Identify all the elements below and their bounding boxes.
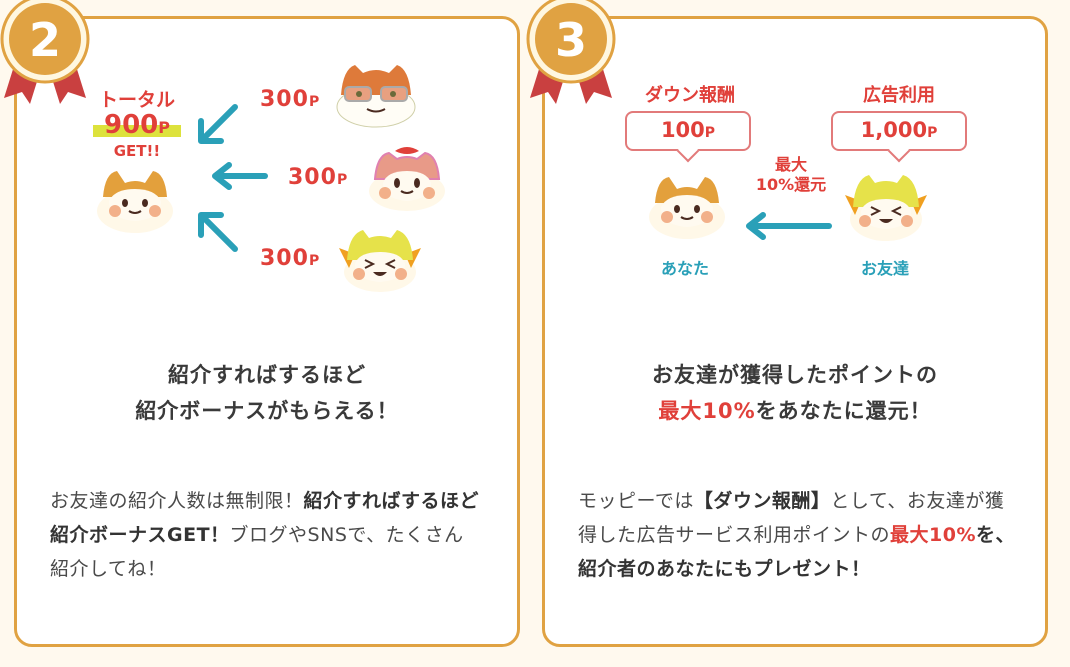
glasses-squirrel-icon <box>336 65 416 128</box>
arrow-left-icon <box>212 162 268 190</box>
arrow-left-icon <box>746 212 832 240</box>
referral-bonus-illustration: トータル 900P GET!! <box>17 19 517 339</box>
step-2-medal-icon: 2 <box>0 0 90 104</box>
card-3-title: お友達が獲得したポイントの 最大10%をあなたに還元！ <box>652 363 938 423</box>
feature-card-3: ダウン報酬 100P 広告利用 1,000P 最大 10%還元 <box>542 16 1048 647</box>
incoming-points-2: 300P <box>288 165 349 190</box>
down-reward-bubble: 100P <box>625 111 751 151</box>
friend-label: お友達 <box>860 259 909 278</box>
ad-usage-label: 広告利用 <box>863 85 935 106</box>
arrow-down-left-icon <box>198 104 238 144</box>
friend-squirrel-icon <box>845 175 927 241</box>
down-reward-illustration: ダウン報酬 100P 広告利用 1,000P 最大 10%還元 <box>545 19 1045 339</box>
down-reward-label: ダウン報酬 <box>645 85 735 106</box>
card-2-description: お友達の紹介人数は無制限！紹介すればするほど紹介ボーナスGET！ブログやSNSで… <box>50 490 480 580</box>
max-return-label: 最大 10%還元 <box>755 155 827 194</box>
card-2-title: 紹介すればするほど 紹介ボーナスがもらえる！ <box>135 363 399 423</box>
total-points-label: トータル 900P GET!! <box>87 89 187 160</box>
you-squirrel-icon <box>649 177 725 239</box>
feature-card-2: トータル 900P GET!! <box>14 16 520 647</box>
arrow-up-left-icon <box>198 212 238 252</box>
svg-text:3: 3 <box>555 13 587 67</box>
you-label: あなた <box>660 259 709 278</box>
incoming-points-3: 300P <box>260 246 321 271</box>
card-3-description: モッピーでは【ダウン報酬】として、お友達が獲得した広告サービス利用ポイントの最大… <box>578 490 1016 580</box>
svg-text:2: 2 <box>29 13 61 67</box>
yellow-squirrel-icon <box>339 230 421 292</box>
ad-usage-bubble: 1,000P <box>831 111 967 151</box>
ribbon-squirrel-icon <box>369 147 445 211</box>
squirrel-character-icon <box>97 171 173 233</box>
step-3-medal-icon: 3 <box>526 0 616 104</box>
incoming-points-1: 300P <box>260 87 321 112</box>
